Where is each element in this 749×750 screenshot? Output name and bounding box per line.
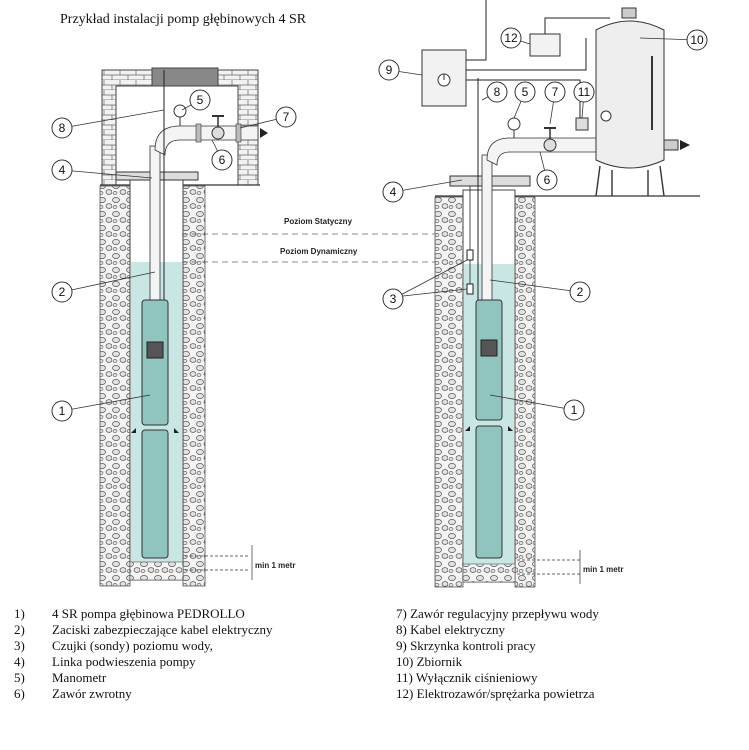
- left-valve-icon: [211, 126, 225, 140]
- dynamic-level-label: Poziom Dynamiczny: [280, 247, 358, 256]
- callout-number: 3: [390, 292, 397, 306]
- left-lid: [151, 67, 219, 87]
- level-lines: Poziom Statyczny Poziom Dynamiczny min 1…: [182, 217, 623, 574]
- legend-item: 6) Zawór zwrotny: [14, 686, 132, 702]
- callout-3: 3: [382, 259, 468, 310]
- callout-number: 4: [390, 185, 397, 199]
- left-pump: [141, 299, 169, 426]
- callout-4: 4: [382, 179, 463, 203]
- callout-8: 8: [51, 109, 165, 139]
- left-gravel-right: [182, 185, 206, 587]
- legend-item: 3) Czujki (sondy) poziomu wody,: [14, 638, 213, 654]
- legend-item: 4) Linka podwieszenia pompy: [14, 654, 196, 670]
- tank: [595, 20, 665, 169]
- right-pump: [475, 299, 503, 421]
- legend-text: 4 SR pompa głębinowa PEDROLLO: [52, 606, 245, 621]
- callout-number: 6: [544, 173, 551, 187]
- legend-number: 2): [14, 622, 25, 637]
- callout-number: 12: [504, 31, 518, 45]
- callout-number: 8: [494, 85, 501, 99]
- callout-number: 10: [690, 33, 704, 47]
- callout-number: 2: [59, 285, 66, 299]
- tank-outlet-arrow-icon: [680, 140, 690, 150]
- legend-number: 1): [14, 606, 25, 621]
- legend-number: 3): [14, 638, 25, 653]
- right-gravel-right: [514, 196, 536, 588]
- legend-number: 6): [14, 686, 25, 701]
- legend-text: Linka podwieszenia pompy: [52, 654, 196, 669]
- legend-text: Zaciski zabezpieczające kabel elektryczn…: [52, 622, 273, 637]
- right-gravel-floor: [462, 563, 516, 583]
- right-pump-label-plate: [480, 339, 498, 357]
- callout-11: 11: [573, 81, 595, 119]
- legend-item: 9) Skrzynka kontroli pracy: [396, 638, 536, 653]
- callout-number: 5: [197, 93, 204, 107]
- callout-3-leader: [402, 288, 468, 297]
- callout-4: 4: [51, 159, 153, 181]
- left-min-depth-label: min 1 metr: [255, 561, 295, 570]
- callout-1: 1: [51, 394, 151, 422]
- callout-6: 6: [536, 151, 558, 191]
- callouts: 8 5 7 6 4 2 1 12 10 9 11 5 7 8 4 6 3 2 1: [51, 27, 708, 422]
- legend-item: 1) 4 SR pompa głębinowa PEDROLLO: [14, 606, 245, 622]
- legend-item: 8) Kabel elektryczny: [396, 622, 506, 637]
- left-pump-label-plate: [146, 341, 164, 359]
- callout-7: 7: [544, 81, 566, 125]
- callout-2: 2: [489, 279, 591, 303]
- callout-number: 1: [59, 404, 66, 418]
- right-valve-icon: [543, 138, 557, 152]
- left-pump-motor: [141, 429, 169, 559]
- legend-item: 10) Zbiornik: [396, 654, 463, 669]
- right-riser-pipe: [481, 154, 493, 306]
- legend-text: Czujki (sondy) poziomu wody,: [52, 638, 213, 653]
- callout-7: 7: [239, 106, 297, 129]
- callout-number: 11: [578, 85, 591, 99]
- callout-9: 9: [378, 59, 423, 81]
- right-gravel-left: [434, 196, 464, 588]
- static-level-label: Poziom Statyczny: [284, 217, 353, 226]
- callout-number: 5: [522, 85, 529, 99]
- right-min-depth-label: min 1 metr: [583, 565, 623, 574]
- right-sensor-lower: [466, 283, 474, 295]
- callout-8: 8: [481, 81, 508, 103]
- legend-item: 5) Manometr: [14, 670, 106, 686]
- legend-number: 5): [14, 670, 25, 685]
- right-sensor-upper: [466, 249, 474, 261]
- callout-2: 2: [51, 271, 156, 303]
- left-installation: [99, 67, 268, 587]
- callout-1: 1: [489, 394, 585, 421]
- legend-item: 7) Zawór regulacyjny przepływu wody: [396, 606, 599, 621]
- left-outlet-arrow-icon: [260, 128, 268, 138]
- callout-5: 5: [513, 81, 536, 119]
- legend-item: 11) Wyłącznik ciśnieniowy: [396, 670, 538, 685]
- right-manometer-icon: [507, 117, 521, 131]
- installation-diagram: Poziom Statyczny Poziom Dynamiczny min 1…: [51, 0, 708, 588]
- callout-number: 9: [386, 63, 393, 77]
- right-pump-motor: [475, 425, 503, 559]
- right-installation: [421, 0, 700, 588]
- left-riser-pipe: [149, 145, 161, 307]
- legend-text: Manometr: [52, 670, 107, 685]
- legend-item: 12) Elektrozawór/sprężarka powietrza: [396, 686, 595, 701]
- callout-number: 2: [577, 285, 584, 299]
- diagram-title: Przykład instalacji pomp głębinowych 4 S…: [60, 12, 307, 27]
- left-gravel-floor: [129, 561, 184, 581]
- legend-number: 4): [14, 654, 25, 669]
- air-compressor-box: [529, 33, 561, 57]
- callout-number: 4: [59, 163, 66, 177]
- legend-text: Zawór zwrotny: [52, 686, 132, 701]
- callout-number: 1: [571, 403, 578, 417]
- callout-number: 8: [59, 121, 66, 135]
- left-gravel-left: [99, 185, 131, 587]
- callout-number: 7: [283, 110, 290, 124]
- callout-number: 6: [219, 153, 226, 167]
- callout-6: 6: [211, 139, 233, 171]
- callout-10: 10: [639, 29, 708, 51]
- left-manometer-icon: [173, 104, 187, 118]
- callout-12: 12: [500, 27, 531, 49]
- callout-5: 5: [181, 89, 211, 111]
- pressure-switch-icon: [575, 117, 589, 131]
- legend-item: 2) Zaciski zabezpieczające kabel elektryc…: [14, 622, 273, 638]
- callout-number: 7: [552, 85, 559, 99]
